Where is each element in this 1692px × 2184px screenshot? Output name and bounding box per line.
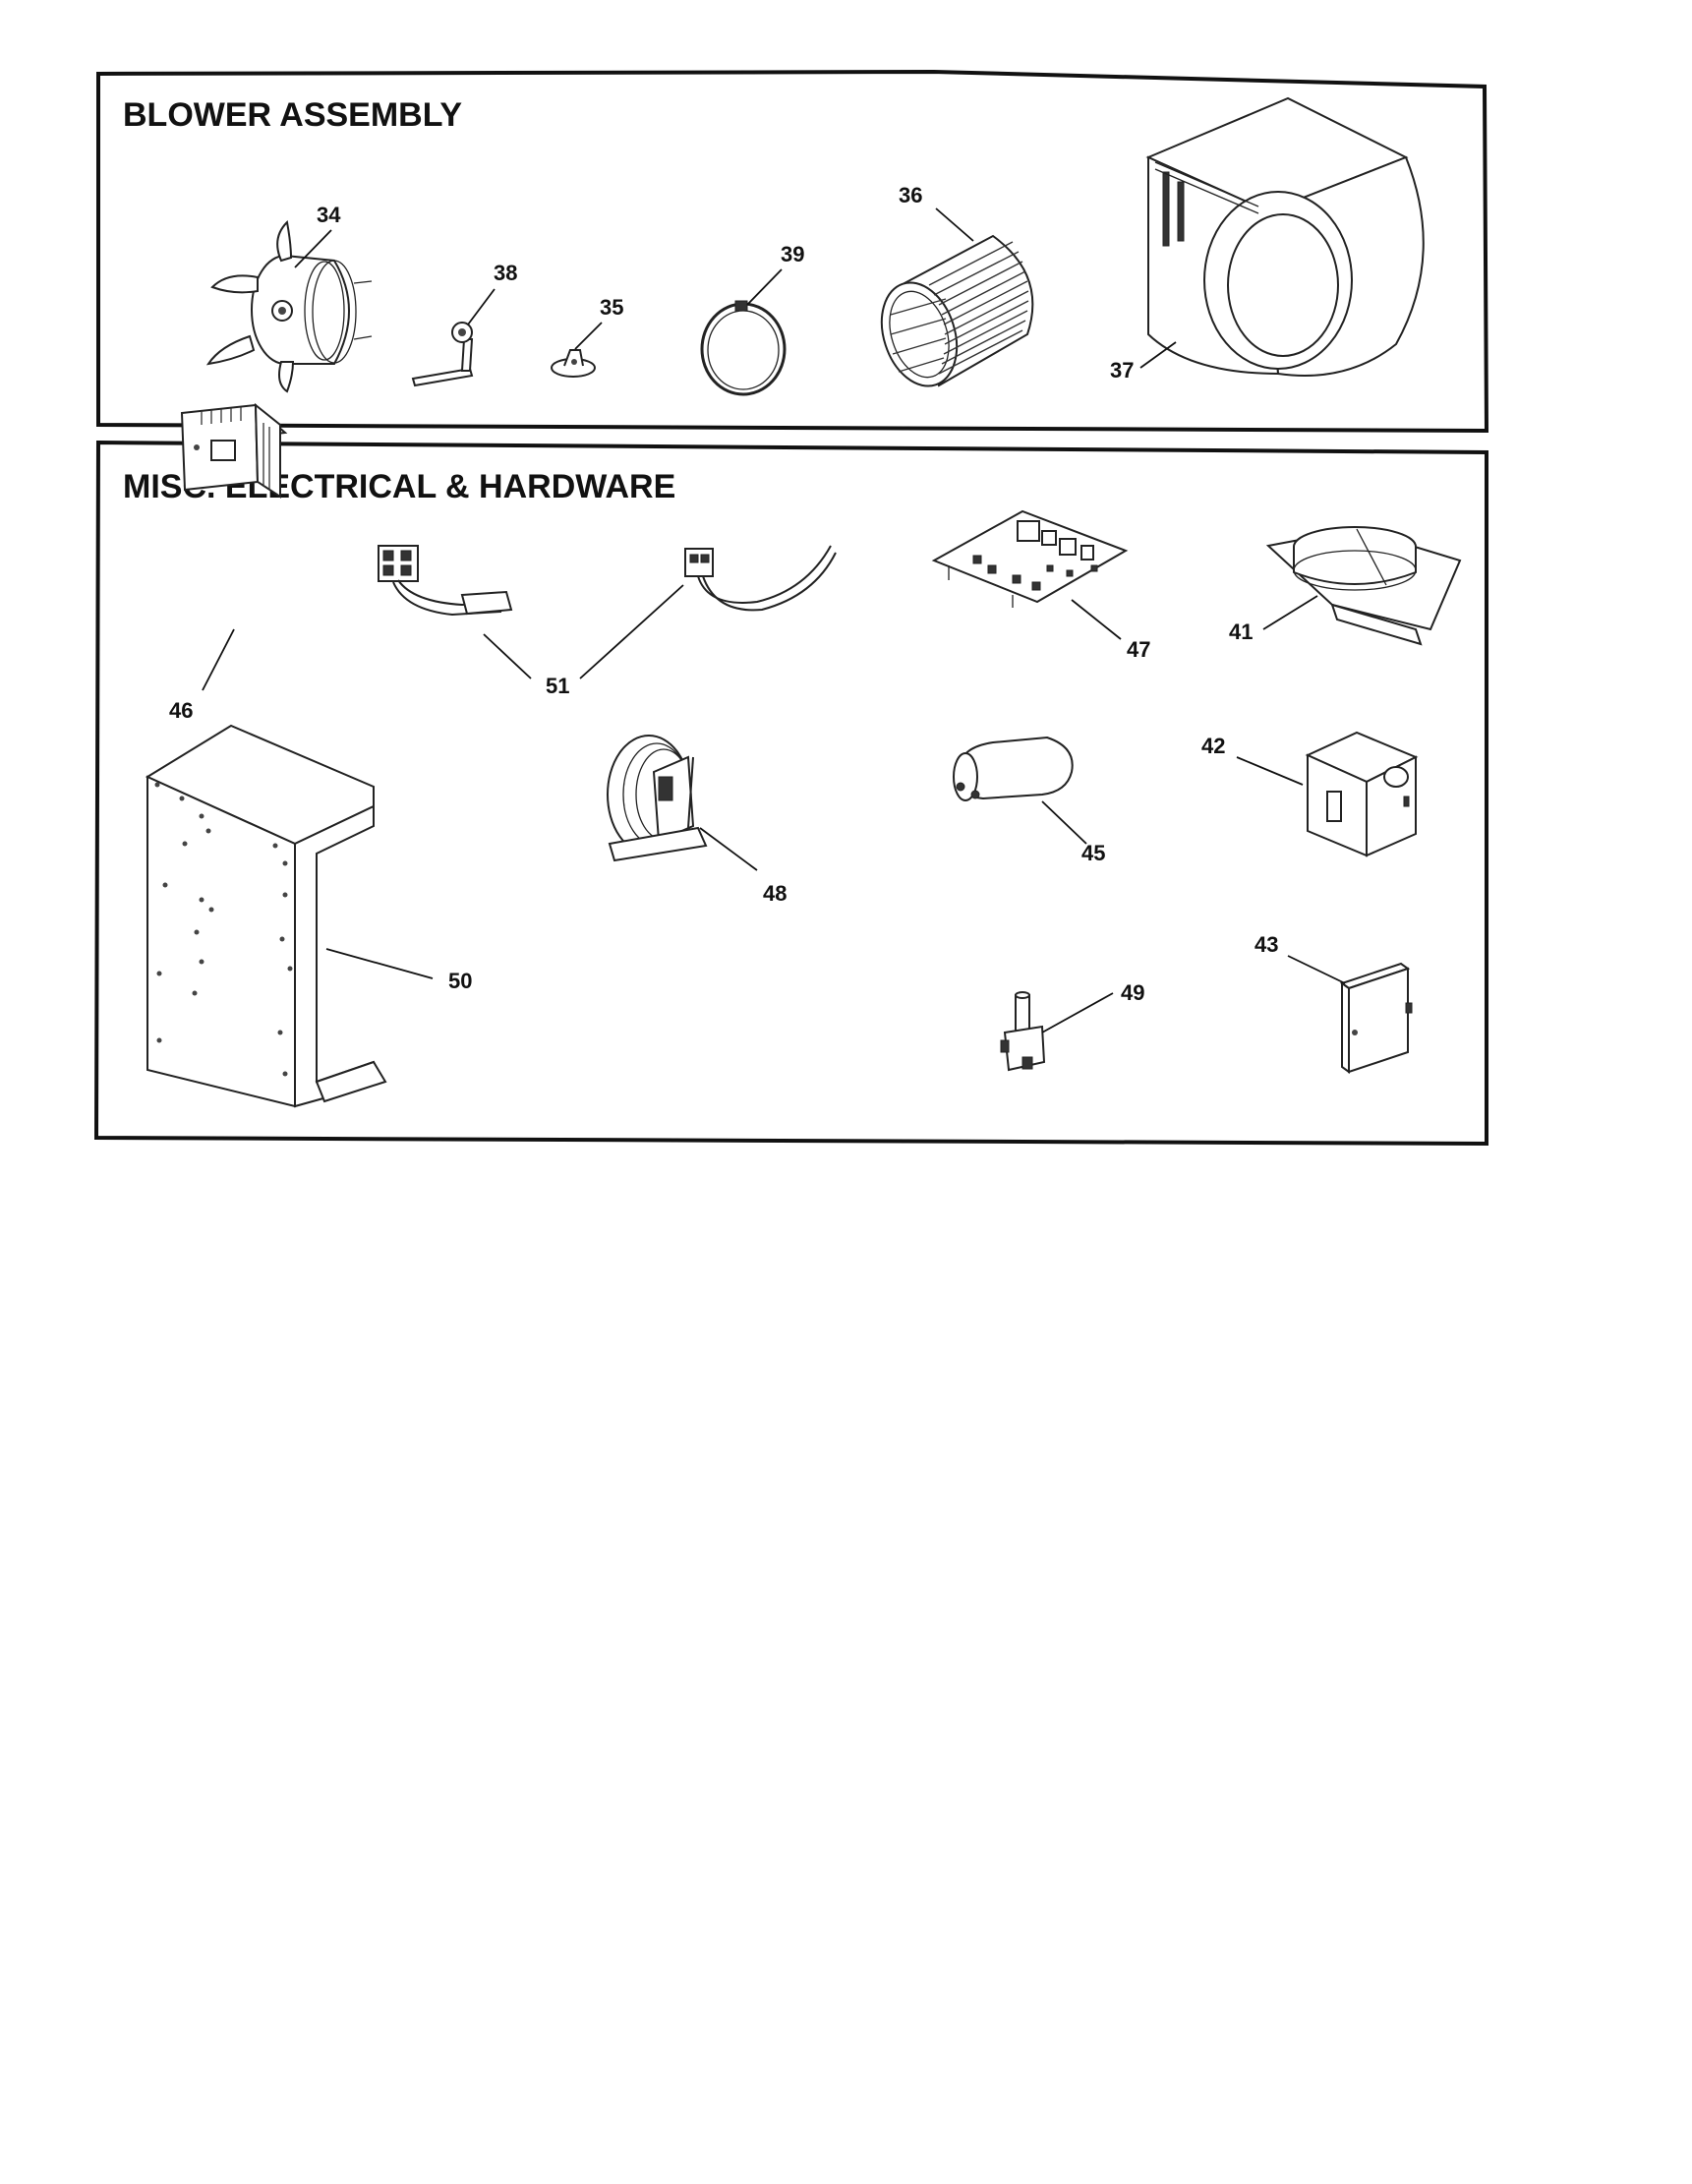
callout-39: 39 bbox=[781, 242, 804, 266]
misc-panel-frame bbox=[93, 440, 1488, 1147]
wiring-harness-icon bbox=[378, 545, 513, 617]
leader-46 bbox=[202, 628, 235, 691]
junction-box-icon bbox=[1305, 731, 1419, 857]
leader-39 bbox=[746, 268, 783, 306]
callout-45: 45 bbox=[1081, 841, 1105, 865]
leader-47 bbox=[1071, 599, 1122, 640]
leader-35 bbox=[574, 322, 603, 350]
leader-48 bbox=[699, 827, 758, 871]
blower-motor-icon bbox=[205, 219, 373, 393]
callout-41: 41 bbox=[1229, 620, 1253, 644]
blower-panel-frame bbox=[96, 69, 1489, 434]
callout-46: 46 bbox=[169, 698, 193, 723]
control-panel-icon bbox=[145, 724, 387, 1108]
blower-assembly-title: BLOWER ASSEMBLY bbox=[123, 96, 462, 134]
pressure-switch-icon bbox=[607, 735, 708, 862]
callout-43: 43 bbox=[1254, 932, 1278, 957]
callout-49: 49 bbox=[1121, 980, 1144, 1005]
callout-48: 48 bbox=[763, 881, 787, 906]
limit-switch-icon bbox=[1000, 991, 1046, 1072]
motor-mount-clip-icon bbox=[551, 349, 596, 378]
leader-42 bbox=[1236, 756, 1304, 786]
transformer-icon bbox=[180, 402, 288, 499]
callout-35: 35 bbox=[600, 295, 623, 320]
junction-box-cover-icon bbox=[1339, 962, 1413, 1074]
leader-41 bbox=[1262, 595, 1318, 630]
callout-50: 50 bbox=[448, 969, 472, 993]
misc-electrical-panel: MISC. ELECTRICAL & HARDWARE 46 bbox=[93, 402, 1488, 1147]
callout-37: 37 bbox=[1110, 358, 1134, 383]
leader-51 bbox=[483, 633, 532, 679]
leader-37 bbox=[1139, 341, 1177, 369]
flue-collar-icon bbox=[1265, 526, 1462, 646]
motor-mount-bracket-icon bbox=[411, 322, 474, 387]
callout-38: 38 bbox=[494, 261, 517, 285]
callout-47: 47 bbox=[1127, 637, 1150, 662]
belly-band-icon bbox=[700, 300, 787, 396]
leader-49 bbox=[1041, 992, 1114, 1033]
wiring-harness-plug-icon bbox=[684, 545, 837, 612]
callout-51: 51 bbox=[546, 674, 569, 698]
callout-42: 42 bbox=[1201, 734, 1225, 758]
callout-34: 34 bbox=[317, 203, 341, 227]
leader-51b bbox=[579, 584, 684, 679]
leader-38 bbox=[467, 288, 496, 325]
leader-43 bbox=[1287, 955, 1346, 984]
callout-36: 36 bbox=[899, 183, 922, 207]
leader-50 bbox=[325, 948, 434, 979]
blower-housing-icon bbox=[1145, 96, 1425, 377]
leader-34 bbox=[294, 229, 332, 268]
leader-36 bbox=[935, 207, 974, 242]
capacitor-icon bbox=[953, 736, 1074, 801]
blower-wheel-icon bbox=[880, 234, 1034, 387]
leader-45 bbox=[1041, 800, 1087, 845]
control-board-icon bbox=[931, 509, 1129, 608]
blower-assembly-panel: BLOWER ASSEMBLY 34 38 bbox=[96, 69, 1489, 434]
